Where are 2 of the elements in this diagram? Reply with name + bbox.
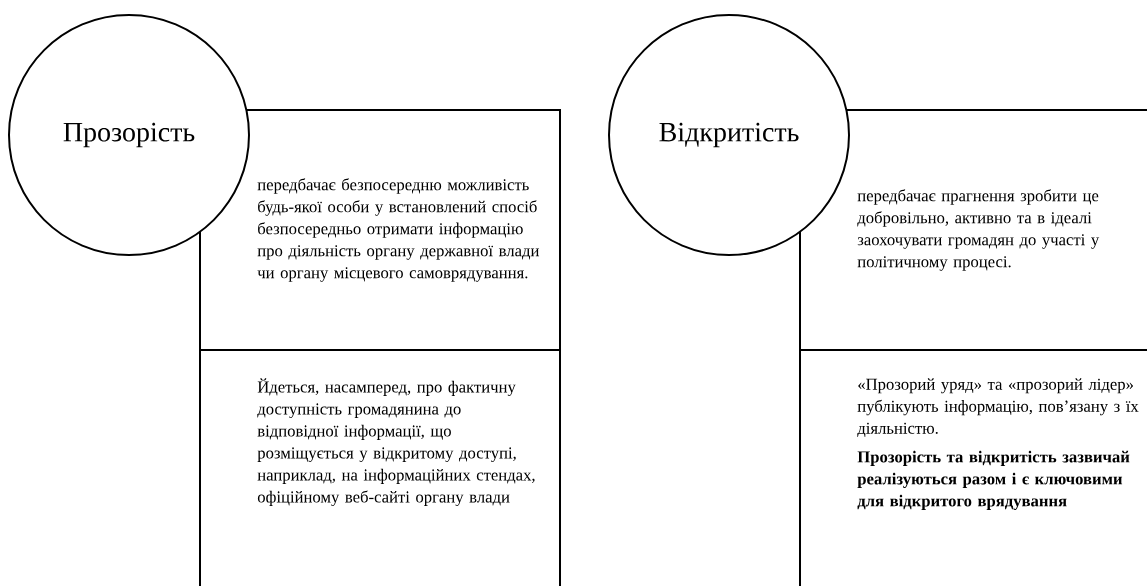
- text-box: Йдеться, насамперед, про фактичну доступність громадянина до відповідної інформації, що розміщується у відкритому доступі, наприклад, на інформаційних стендах, офіційному веб-сайті органу влади: [199, 349, 561, 586]
- text-box: «Прозорий уряд» та «прозорий лідер» публікують інформацію, пов’язану з їх діяльністю. Прозорість та відкритість зазвичай реалізуються разом і є ключовими для відкритого врядування: [799, 349, 1147, 586]
